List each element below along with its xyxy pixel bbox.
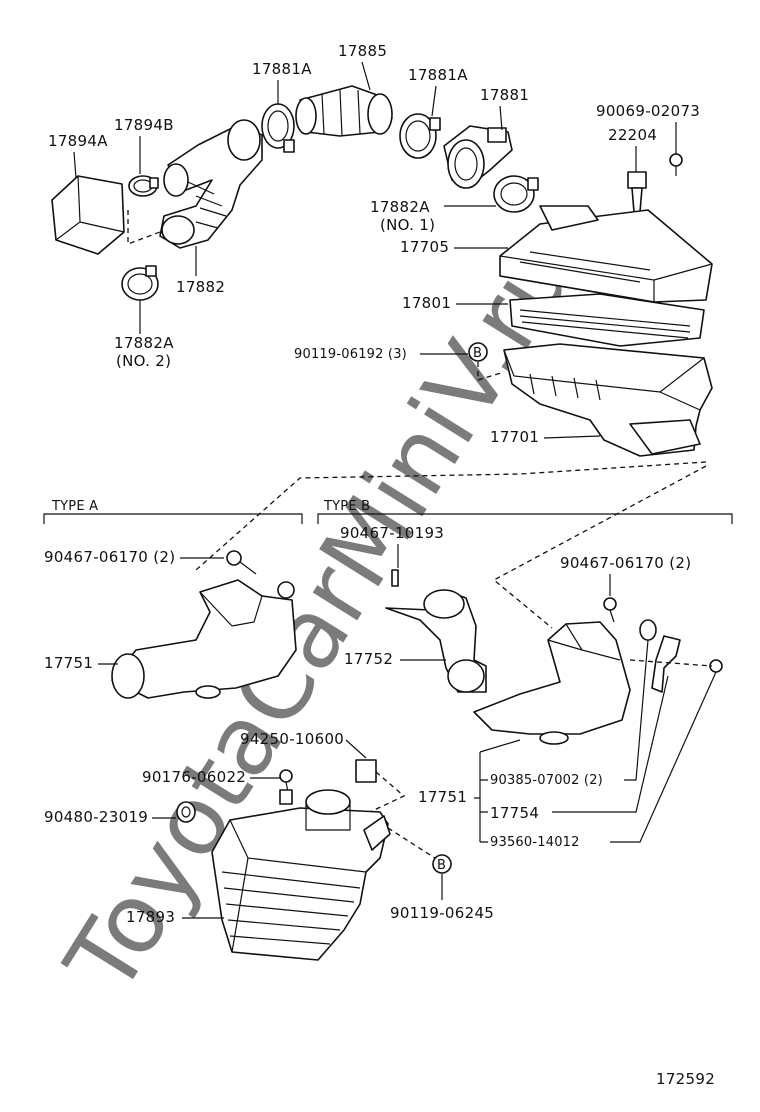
label-94250-10600: 94250-10600 — [240, 730, 344, 748]
label-17894B: 17894B — [114, 116, 174, 134]
filter-element-17801 — [509, 293, 705, 347]
diagram-id: 172592 — [656, 1070, 715, 1088]
screw-90467-06170-type-b — [603, 597, 617, 623]
bolt-93560-14012 — [629, 659, 723, 673]
leader-90385 — [624, 639, 649, 781]
b-marker-top — [468, 342, 488, 362]
screw-90069-02073 — [669, 153, 683, 176]
leader-17754 — [552, 675, 669, 813]
clamp-17881A-right — [399, 113, 441, 159]
sensor-22204 — [627, 171, 647, 213]
inlet-duct-17751-type-b — [473, 621, 631, 745]
connector-hose-17885 — [295, 85, 393, 137]
label-90467-06170-type-b: 90467-06170 (2) — [560, 554, 691, 572]
label-17894A: 17894A — [48, 132, 108, 150]
b-marker-bottom-label: B — [437, 858, 446, 873]
label-no2: (NO. 2) — [116, 352, 171, 370]
air-cleaner-cap-17705 — [499, 205, 713, 303]
label-90119-06192: 90119-06192 (3) — [294, 347, 407, 362]
label-17882A-no1: 17882A — [370, 198, 430, 216]
leader-17751-b-bracket — [474, 739, 521, 843]
type-b-section: TYPE B — [317, 499, 733, 524]
label-17801: 17801 — [402, 294, 451, 312]
clamp-17894B — [128, 175, 159, 197]
label-17881A-right: 17881A — [408, 66, 468, 84]
label-90385-07002: 90385-07002 (2) — [490, 773, 603, 788]
grommet-90385-07002 — [639, 619, 657, 641]
air-flow-meter-17881 — [443, 125, 513, 189]
type-b-label: TYPE B — [323, 499, 370, 514]
label-no1: (NO. 1) — [380, 216, 435, 234]
label-17893: 17893 — [126, 908, 175, 926]
leader-93560 — [610, 671, 717, 843]
label-17885: 17885 — [338, 42, 387, 60]
air-cleaner-case-17701 — [503, 343, 713, 457]
clip-94250-10600 — [355, 759, 406, 813]
screw-90176-06022 — [279, 769, 293, 793]
clamp-17882A-no1 — [493, 175, 539, 213]
label-17751-type-b: 17751 — [418, 788, 467, 806]
leader-94250 — [345, 739, 367, 759]
label-90119-06245: 90119-06245 — [390, 904, 494, 922]
grommet-90480-23019 — [176, 801, 196, 823]
label-17881A-left: 17881A — [252, 60, 312, 78]
intake-hose-17882 — [159, 119, 263, 249]
link-to-type-b — [492, 465, 707, 629]
label-90069-02073: 90069-02073 — [596, 102, 700, 120]
label-17752: 17752 — [344, 650, 393, 668]
label-90176-06022: 90176-06022 — [142, 768, 246, 786]
b-marker-top-label: B — [473, 346, 482, 361]
b-marker-bottom — [432, 854, 452, 874]
label-17705: 17705 — [400, 238, 449, 256]
type-a-section: TYPE A — [43, 499, 303, 524]
label-17882: 17882 — [176, 278, 225, 296]
resonator-box-17894A — [51, 175, 125, 255]
label-93560-14012: 93560-14012 — [490, 835, 580, 850]
label-17881: 17881 — [480, 86, 529, 104]
upper-labels: 17885 17881A 17881A 17881 17894B 17894A … — [48, 42, 700, 446]
label-90467-10193: 90467-10193 — [340, 524, 444, 542]
type-a-label: TYPE A — [51, 499, 98, 514]
label-22204: 22204 — [608, 126, 657, 144]
clamp-17881A-left — [261, 103, 295, 153]
inlet-duct-17752 — [385, 569, 487, 693]
link-b-lower — [387, 827, 439, 861]
label-17701: 17701 — [490, 428, 539, 446]
inlet-duct-17751-type-a — [111, 550, 297, 699]
label-90467-06170-type-a: 90467-06170 (2) — [44, 548, 175, 566]
label-17882A-no2: 17882A — [114, 334, 174, 352]
label-17754: 17754 — [490, 804, 539, 822]
clamp-17882A-no2 — [121, 265, 159, 301]
bracket-17754 — [651, 635, 681, 693]
label-90480-23019: 90480-23019 — [44, 808, 148, 826]
label-17751-type-a: 17751 — [44, 654, 93, 672]
resonator-17893 — [211, 789, 391, 961]
link-to-type-a — [195, 461, 707, 571]
